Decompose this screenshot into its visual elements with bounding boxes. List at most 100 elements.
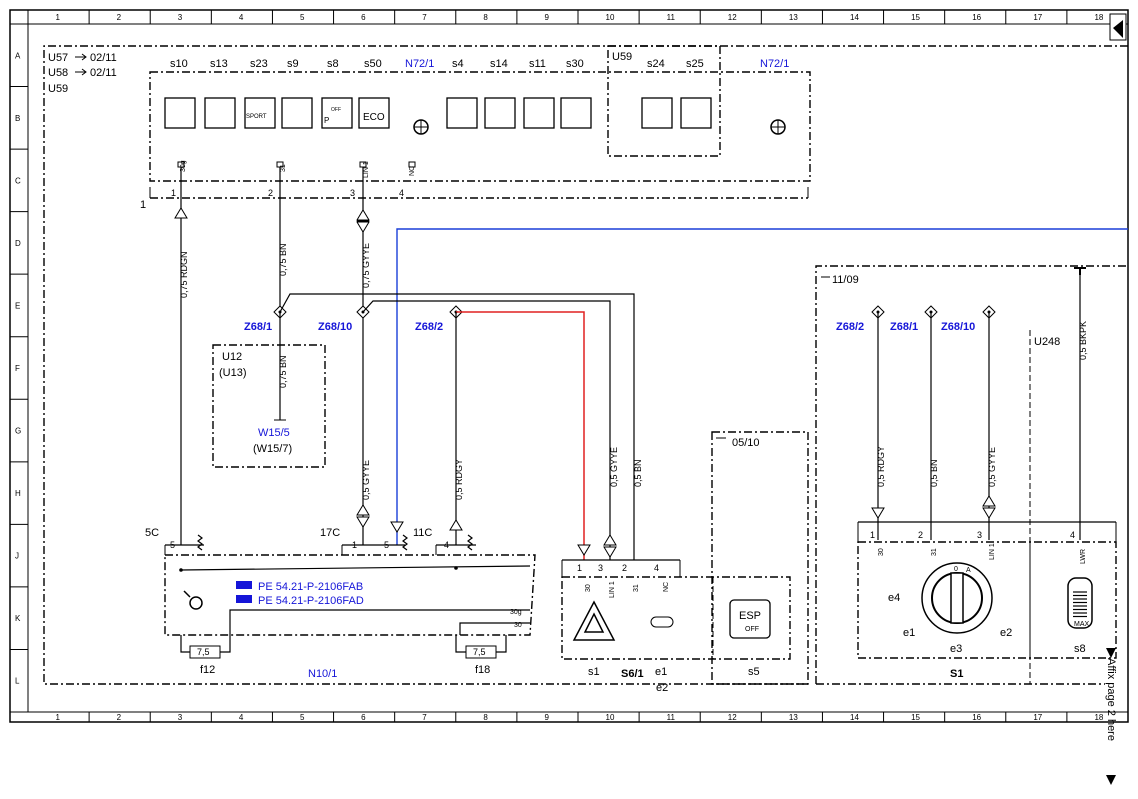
n10-1-module-box	[164, 554, 536, 636]
switch-button-icon	[560, 97, 592, 129]
u57-label: U57	[48, 52, 68, 64]
grid-column-label: 17	[1033, 713, 1042, 722]
pin-number: 5	[170, 540, 175, 550]
e1-label: e1	[903, 627, 915, 639]
eco-label: ECO	[363, 112, 385, 123]
pin-number: 4	[654, 563, 659, 573]
switch-label: s14	[490, 58, 508, 70]
s1-ref-page: 11/09	[832, 274, 859, 286]
grid-column-label: 12	[728, 713, 737, 722]
n72-1-title: N72/1	[405, 58, 434, 70]
n72-pin-1: 30g 1	[171, 160, 187, 198]
s8-label: s8	[1074, 643, 1086, 655]
s5-label: s5	[748, 666, 760, 678]
grid-row-label: F	[15, 364, 20, 373]
grid-column-label: 10	[606, 13, 615, 22]
u59-box-label: U59	[612, 51, 632, 63]
switch-button-icon	[281, 97, 313, 129]
max-label: MAX	[1074, 621, 1090, 628]
wire-label-bn-s1: 0,5 BN	[929, 459, 939, 487]
n72-1-title-right: N72/1	[760, 58, 789, 70]
fuse-f18	[465, 645, 497, 659]
grid-row-label: A	[15, 51, 21, 60]
u12-box	[212, 344, 326, 468]
n72-pin-4: NC 4	[399, 161, 416, 198]
switch-button-icon	[204, 97, 236, 129]
switch-label: s8	[327, 58, 339, 70]
pe-ref-2: PE 54.21-P-2106FAD	[258, 595, 364, 607]
grid-row-label: H	[15, 489, 21, 498]
pin-number: 2	[268, 188, 273, 198]
pin-number: 4	[399, 188, 404, 198]
switch-label: s25	[686, 58, 704, 70]
pin-label: NC	[409, 166, 416, 176]
e3-label: e3	[950, 643, 962, 655]
pin-label: LWR	[1080, 549, 1087, 564]
switch-button-icon	[164, 97, 196, 129]
wire-label-rdgn: 0,75 RDGN	[179, 251, 189, 298]
esp-label: ESP	[739, 610, 761, 622]
range-control-wheel-icon	[1067, 577, 1093, 629]
switch-button-icon	[680, 97, 712, 129]
grid-column-label: 13	[789, 713, 798, 722]
u58-label: U58	[48, 67, 68, 79]
grid-column-label: 17	[1033, 13, 1042, 22]
hand-pointer-icon	[236, 581, 252, 589]
s6-1-module-box	[561, 576, 791, 660]
switch-label: s30	[566, 58, 584, 70]
p-label: P	[324, 116, 329, 125]
affix-note: Affix page 2 here	[1105, 658, 1117, 741]
grid-column-label: 6	[361, 13, 366, 22]
s1-area-box	[815, 265, 1128, 684]
fuse-f18-label: f18	[475, 664, 490, 676]
wire-label-gyye-s1: 0,5 GYYE	[987, 447, 997, 487]
e1-label: e1	[655, 666, 667, 678]
w15-7-label: (W15/7)	[253, 443, 292, 455]
grid-column-label: 9	[544, 713, 549, 722]
z68-10-label: Z68/10	[318, 321, 352, 333]
pin-number: 4	[1070, 530, 1075, 540]
grid-column-label: 6	[361, 713, 366, 722]
grid-column-label: 11	[667, 13, 676, 22]
grid-column-label: 18	[1094, 713, 1103, 722]
off-label: OFF	[331, 107, 341, 113]
grid-column-label: 13	[789, 13, 798, 22]
pin-label: LIN 1	[609, 581, 616, 598]
pin-label: 31	[633, 584, 640, 592]
wire-red	[456, 311, 585, 560]
s6-ref-box	[711, 431, 809, 685]
n10-1-title: N10/1	[308, 668, 337, 680]
pin-number: 1	[577, 563, 582, 573]
fuse-f12-label: f12	[200, 664, 215, 676]
s1-label: s1	[588, 666, 600, 678]
grid-column-label: 8	[483, 13, 488, 22]
grid-column-label: 9	[544, 13, 549, 22]
pin-number: 1	[870, 530, 875, 540]
switch-slot-icon	[650, 616, 674, 628]
pin-label: NC	[663, 582, 670, 592]
e4-label: e4	[888, 592, 900, 604]
grid-column-label: 16	[972, 713, 981, 722]
grid-column-label: 11	[667, 713, 676, 722]
n72-pin-3: LIN 1 3	[350, 161, 370, 198]
z68-10-label-right: Z68/10	[941, 321, 975, 333]
pin-label: 30g	[180, 160, 187, 172]
switch-button-icon	[641, 97, 673, 129]
wire-label-gyye-a: 0,5 GYYE	[361, 460, 371, 500]
esp-off-button	[729, 599, 771, 639]
grid-row-label: C	[15, 176, 21, 185]
corner-marker-icon	[1113, 20, 1123, 38]
wire-label-bn: 0,75 BN	[278, 243, 288, 276]
term-5c: 5C	[145, 527, 159, 539]
pin-label: 30	[585, 584, 592, 592]
pe-ref-1: PE 54.21-P-2106FAB	[258, 581, 363, 593]
grid-column-label: 14	[850, 713, 859, 722]
switch-label: s13	[210, 58, 228, 70]
switch-label: s50	[364, 58, 382, 70]
switch-button-icon	[523, 97, 555, 129]
grid-column-label: 3	[178, 713, 183, 722]
grid-column-label: 5	[300, 13, 305, 22]
pin-label: 30	[878, 548, 885, 556]
pin-label: 30	[514, 622, 522, 629]
